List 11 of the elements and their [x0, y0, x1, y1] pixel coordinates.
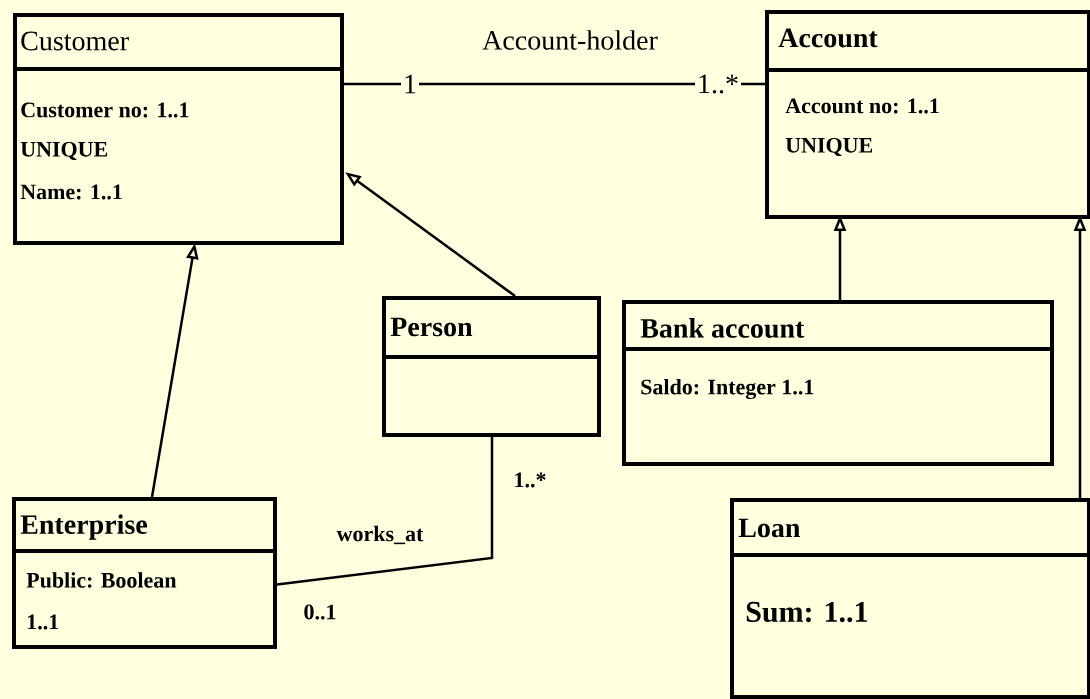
- class-box: Person: [382, 296, 601, 437]
- class-box: Account Account no: 1..1 UNIQUE: [765, 10, 1090, 219]
- class-box: Enterprise Public: Boolean 1..1: [12, 497, 277, 649]
- class-box: Bank account Saldo: Integer 1..1: [622, 300, 1054, 466]
- class-box: Customer Customer no: 1..1 UNIQUE Name: 1..1: [13, 13, 344, 245]
- edge-label: Account-holder: [480, 28, 660, 52]
- multiplicity-label: 0..1: [304, 604, 336, 620]
- multiplicity-label: 1..*: [515, 472, 546, 488]
- class-box: Loan Sum: 1..1: [730, 498, 1090, 699]
- multiplicity-label: 1..*: [695, 72, 741, 96]
- multiplicity-label: 1: [401, 72, 419, 96]
